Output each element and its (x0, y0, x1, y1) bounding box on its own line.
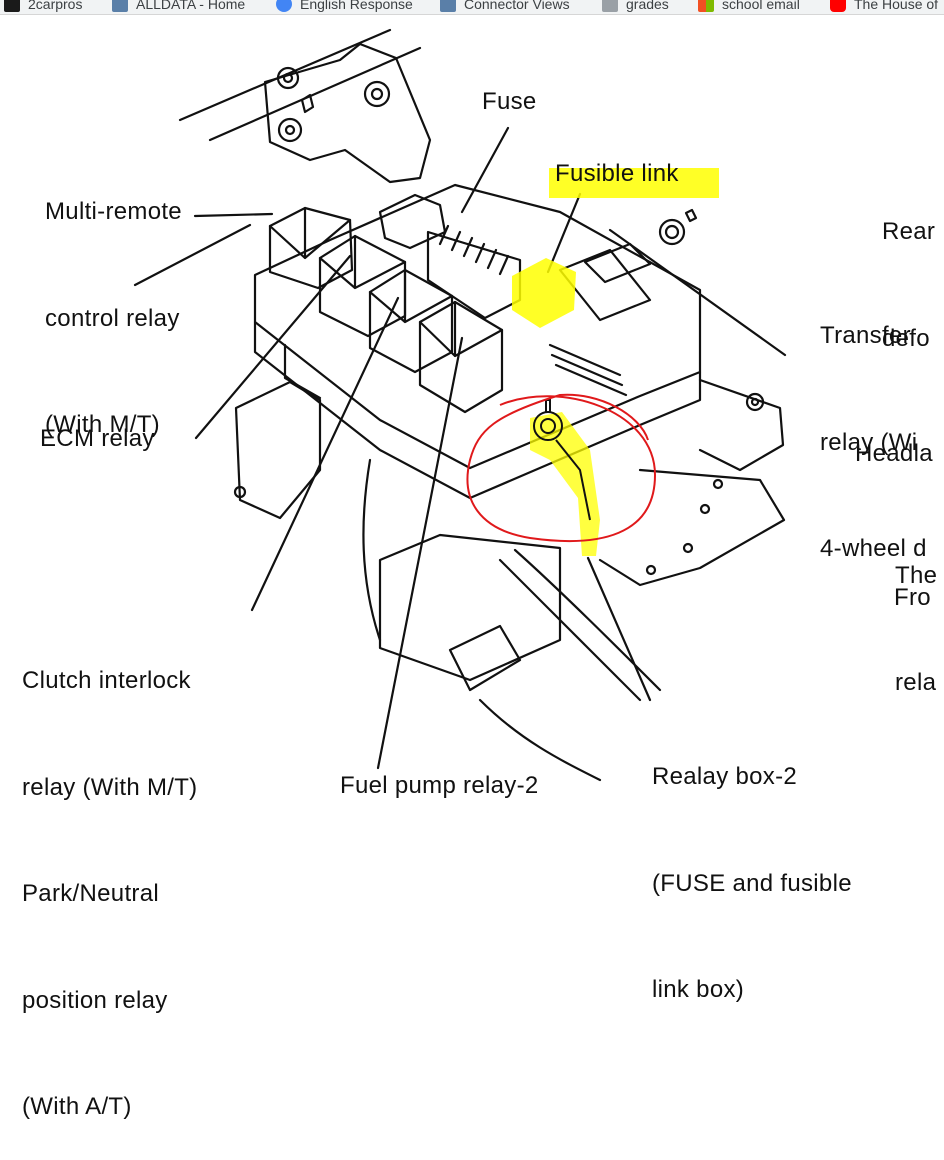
microsoft-icon (698, 0, 714, 12)
bookmark-label: ALLDATA - Home (136, 0, 246, 12)
bookmark-alldata-home[interactable]: ALLDATA - Home (112, 0, 245, 14)
clutch-relay-block (368, 268, 454, 374)
bookmark-label: Connector Views (464, 0, 570, 12)
alldata-icon (112, 0, 128, 12)
ecm-relay-block (318, 234, 407, 338)
leader-relay-box (586, 556, 652, 702)
bookmark-house-of[interactable]: The House of (830, 0, 938, 14)
label-the-relay: The rela (895, 562, 938, 696)
label-transfer-relay: Transfer relay (Wi 4-wheel d (820, 322, 927, 562)
bookmark-label: school email (722, 0, 800, 12)
bookmark-grades[interactable]: grades (602, 0, 669, 14)
label-front: Fro (894, 584, 931, 611)
leader-ecm (194, 254, 352, 440)
bookmark-connector-views[interactable]: Connector Views (440, 0, 570, 14)
bookmark-label: 2carpros (28, 0, 83, 12)
leader-fusible-link (546, 192, 582, 274)
label-relay-box-2: Realay box-2 (FUSE and fusible link box) (652, 763, 852, 1003)
multi-remote-relay (268, 206, 354, 290)
leader-fuel-pump (376, 336, 464, 770)
bookmark-school-email[interactable]: school email (698, 0, 800, 14)
label-fusible-link: Fusible link (555, 160, 679, 187)
checkmark-icon (4, 0, 20, 12)
fuel-pump-relay-block (418, 300, 504, 414)
leader-multi-remote (193, 212, 274, 218)
alldata-icon (440, 0, 456, 12)
google-icon (276, 0, 292, 12)
red-annotation-circle (466, 393, 657, 543)
leader-clutch (250, 296, 400, 612)
youtube-icon (830, 0, 846, 12)
leader-fuse (460, 126, 510, 214)
bookmark-label: The House of (854, 0, 939, 12)
label-ecm-relay: ECM relay (40, 425, 155, 452)
label-fuse: Fuse (482, 88, 537, 115)
bookmark-english-response[interactable]: English Response (276, 0, 413, 14)
bookmarks-bar: 2carpros ALLDATA - Home English Response… (0, 0, 944, 15)
diagram-linework (133, 28, 787, 782)
relay-terminal-bolt (533, 399, 591, 521)
label-headlamp: Headla (855, 440, 933, 467)
label-rear-defogger: Rear defo (882, 218, 936, 352)
bookmark-label: grades (626, 0, 669, 12)
relay-box-diagram (133, 28, 787, 782)
terminal-highlight (530, 412, 600, 556)
page-icon (602, 0, 618, 12)
bookmark-label: English Response (300, 0, 413, 12)
label-multi-remote-relay: Multi-remote control relay (With M/T) (45, 198, 182, 438)
label-clutch-interlock: Clutch interlock relay (With M/T) Park/N… (22, 667, 198, 1120)
fusible-link-highlight (512, 168, 719, 328)
label-fuel-pump-relay: Fuel pump relay-2 (340, 772, 539, 799)
bookmark-2carpros[interactable]: 2carpros (4, 0, 82, 14)
